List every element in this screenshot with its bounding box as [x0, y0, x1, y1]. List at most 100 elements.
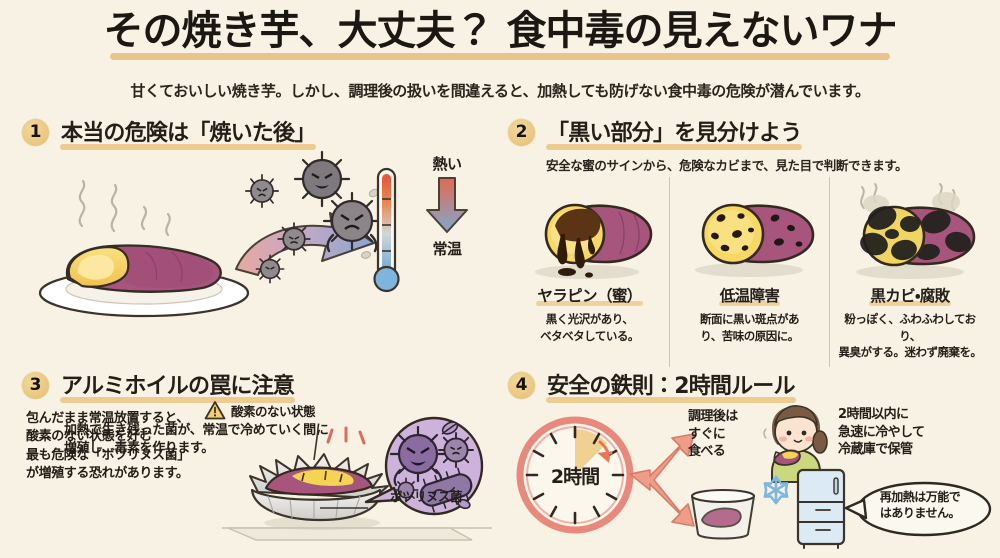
potato-condition-cards: ヤラピン（蜜） 黒く光沢があり、 ベタベタしている。 [510, 177, 990, 367]
two-hour-wedge [575, 429, 607, 475]
desc-line-2: 異臭がする。迷わず廃棄を。 [838, 345, 983, 360]
section-1-heading: 本当の危険は「焼いた後」 [58, 115, 318, 150]
section-1-illustration [22, 150, 492, 326]
foil-potato-bacteria-svg [222, 416, 492, 541]
bacteria-bubble [320, 416, 484, 516]
section-2-subheading: 安全な蜜のサインから、危険なカビまで、見た目で判断できます。 [546, 158, 908, 173]
speech-bubble-icon [844, 481, 992, 537]
branch-store-text: 2時間以内に 急速に冷やして 冷蔵庫で保管 [838, 406, 925, 459]
temperature-down-arrow [426, 177, 468, 233]
body-line-1: 包んだまま常温放置すると、 [26, 411, 190, 426]
section-3-badge: 3 [22, 371, 49, 399]
card-black-mold: 黒カビ・腐敗 粉っぽく、ふわふわしており、 異臭がする。迷わず廃棄を。 [829, 177, 990, 367]
card-yarapin-image [515, 177, 665, 282]
reheat-bubble [844, 480, 994, 538]
food-container-icon [691, 489, 755, 540]
card-chilling-injury-title: 低温障害 [717, 284, 783, 306]
caption-line-2: 増殖し、毒素を作ります。 [64, 441, 214, 457]
section-1-caption: 加熱で生き残った菌が、常温で冷めていく間に 増殖し、毒素を作ります。 [64, 422, 464, 459]
body-line-2: 酸素のない状態を好む [26, 429, 153, 445]
desc-line-2: り、苦味の原因に。 [700, 328, 799, 343]
page-subtitle: 甘くておいしい焼き芋。しかし、調理後の扱いを間違えると、加熱しても防げない食中毒… [130, 82, 870, 100]
refrigerator-icon [796, 468, 846, 549]
card-black-mold-image [830, 177, 990, 282]
store-line-1: 2時間以内に [838, 407, 909, 422]
section-1: 1 本当の危険は「焼いた後」 [22, 115, 492, 456]
clock-label: 2時間 [550, 466, 600, 488]
caption-line-1: 加熱で生き残った菌が、常温で冷めていく間に [64, 423, 329, 438]
eat-line-1: 調理後は [688, 409, 738, 424]
snowflake-icon [763, 475, 789, 505]
section-4-heading-text: 安全の鉄則：2時間ルール [547, 374, 796, 399]
branch-eat-text: 調理後は すぐに 食べる [688, 408, 738, 461]
section-4: 4 安全の鉄則：2時間ルール 2時間 [508, 368, 992, 553]
branch-arrows [628, 426, 698, 531]
title-underline [109, 53, 891, 60]
page-title-wrap: その焼き芋、大丈夫？ 食中毒の見えないワナ [0, 8, 1000, 60]
desc-line-1: 断面に黒い斑点があ [700, 312, 800, 326]
bubble-line-2: はありません。 [879, 506, 961, 521]
page-title-text: その焼き芋、大丈夫？ 食中毒の見えないワナ [103, 8, 898, 54]
desc-line-1: 粉っぽく、ふわふわしており、 [844, 312, 976, 343]
section-2-header: 2 「黒い部分」を見分けよう [508, 115, 990, 150]
section-3-header: 3 アルミホイルの罠に注意 [22, 368, 492, 403]
section-4-heading: 安全の鉄則：2時間ルール [544, 368, 798, 403]
temp-labels: 熱い 常温 [419, 153, 475, 259]
section-3-body: 包んだまま常温放置すると、 酸素のない状態を好む 最も危険な「ボツリヌス菌」 が… [26, 410, 241, 484]
store-line-2: 急速に冷やして [838, 424, 925, 440]
germ-icons [244, 150, 387, 284]
section-1-header: 1 本当の危険は「焼いた後」 [22, 115, 492, 150]
oxygen-warning: 酸素のない状態 [204, 400, 316, 420]
thermometer-hot-label: 熱い [432, 155, 462, 173]
section-2-heading: 「黒い部分」を見分けよう [544, 115, 804, 150]
card-black-mold-title-text: 黒カビ・腐敗 [870, 287, 950, 305]
steam-icon [78, 179, 171, 237]
card-yarapin: ヤラピン（蜜） 黒く光沢があり、 ベタベタしている。 [510, 177, 669, 367]
section-4-badge: 4 [508, 371, 535, 399]
card-black-mold-title: 黒カビ・腐敗 [867, 284, 952, 306]
desc-line-1: 黒く光沢があり、 [545, 312, 634, 326]
eat-line-3: 食べる [688, 444, 726, 460]
section-2: 2 「黒い部分」を見分けよう 安全な蜜のサインから、危険なカビまで、見た目で判断… [508, 115, 990, 367]
card-chilling-injury-image [675, 177, 825, 282]
section-3: 3 アルミホイルの罠に注意 包んだまま常温放置すると、 酸素のない状態を好む 最… [22, 368, 492, 553]
card-yarapin-desc: 黒く光沢があり、 ベタベタしている。 [536, 311, 643, 344]
section-3-heading-text: アルミホイルの罠に注意 [61, 374, 295, 399]
reheat-bubble-text: 再加熱は万能で はありません。 [860, 489, 980, 521]
store-line-3: 冷蔵庫で保管 [838, 442, 913, 458]
page-title: その焼き芋、大丈夫？ 食中毒の見えないワナ [98, 8, 903, 60]
body-line-4: が増殖する恐れがあります。 [26, 466, 189, 482]
card-chilling-injury-desc: 断面に黒い斑点があ り、苦味の原因に。 [696, 311, 803, 344]
botulinum-label: ボツリヌス菌 [390, 489, 463, 504]
heat-marks-icon [326, 426, 366, 445]
eat-line-2: すぐに [688, 426, 726, 442]
clock-icon [516, 416, 634, 534]
section-1-heading-text: 本当の危険は「焼いた後」 [61, 121, 316, 146]
fork-arrow-icon [629, 433, 695, 527]
baked-potato-scene-svg [38, 150, 400, 318]
section-2-heading-text: 「黒い部分」を見分けよう [547, 121, 802, 146]
thermometer-cool-label: 常温 [432, 240, 462, 258]
sweet-potato-syrup-icon [534, 203, 652, 279]
warning-triangle-icon [204, 401, 226, 420]
desc-line-2: ベタベタしている。 [540, 328, 639, 343]
card-yarapin-title: ヤラピン（蜜） [534, 284, 644, 306]
two-hour-clock: 2時間 [510, 410, 640, 540]
card-black-mold-desc: 粉っぽく、ふわふわしており、 異臭がする。迷わず廃棄を。 [830, 311, 990, 361]
section-3-illustration [222, 416, 492, 548]
section-4-header: 4 安全の鉄則：2時間ルール [508, 368, 990, 403]
bubble-line-1: 再加熱は万能で [879, 490, 961, 504]
thermometer-icon [373, 167, 400, 293]
card-chilling-injury-title-text: 低温障害 [719, 287, 780, 305]
card-chilling-injury: 低温障害 断面に黒い斑点があ り、苦味の原因に。 [669, 177, 829, 367]
oxygen-warning-label: 酸素のない状態 [231, 403, 316, 419]
sweet-potato-spots-icon [694, 203, 814, 277]
section-2-badge: 2 [508, 118, 535, 146]
section-1-badge: 1 [22, 118, 49, 146]
fridge-container-icons [691, 468, 846, 549]
card-yarapin-title-text: ヤラピン（蜜） [537, 287, 642, 305]
section-3-heading: アルミホイルの罠に注意 [58, 368, 297, 403]
sweet-potato-mold-icon [856, 183, 976, 279]
body-line-3: 最も危険な「ボツリヌス菌」 [26, 447, 190, 463]
